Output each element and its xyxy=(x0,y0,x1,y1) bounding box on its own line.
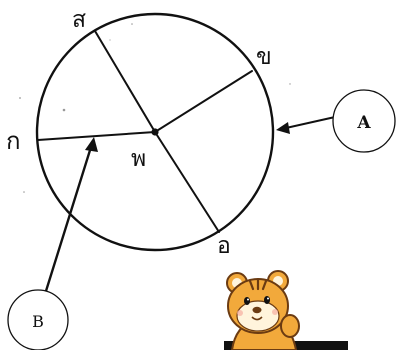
tiger-cub-icon xyxy=(224,270,348,350)
center-point xyxy=(151,128,159,136)
label-top: ส xyxy=(72,7,86,33)
radius-left xyxy=(37,131,156,141)
callout-b-circle xyxy=(7,289,69,350)
mascot-paw xyxy=(280,314,300,338)
label-center: พ xyxy=(131,146,146,172)
arrow-a-head xyxy=(276,122,290,134)
callout-a-label: A xyxy=(356,113,371,133)
mascot-eye-left xyxy=(244,297,250,305)
mascot-eye-right xyxy=(264,296,270,304)
label-right-top: ข xyxy=(256,44,272,70)
mascot-nose xyxy=(252,306,262,314)
circle-segments xyxy=(37,30,253,233)
radius-right xyxy=(154,70,253,133)
radius-bottom xyxy=(154,131,220,233)
label-left: ก xyxy=(6,127,21,155)
paper-speckles xyxy=(19,23,291,193)
radius-top xyxy=(94,30,156,133)
callout-b-label: B xyxy=(32,312,44,331)
callout-a: A xyxy=(276,89,396,153)
label-bottom: อ xyxy=(217,233,231,259)
main-circle xyxy=(35,12,275,252)
arrow-a-shaft xyxy=(285,116,336,129)
callout-b: B xyxy=(7,137,98,350)
arrow-b-shaft xyxy=(44,146,93,292)
arrow-b-head xyxy=(85,137,98,152)
callout-a-circle xyxy=(332,89,396,153)
